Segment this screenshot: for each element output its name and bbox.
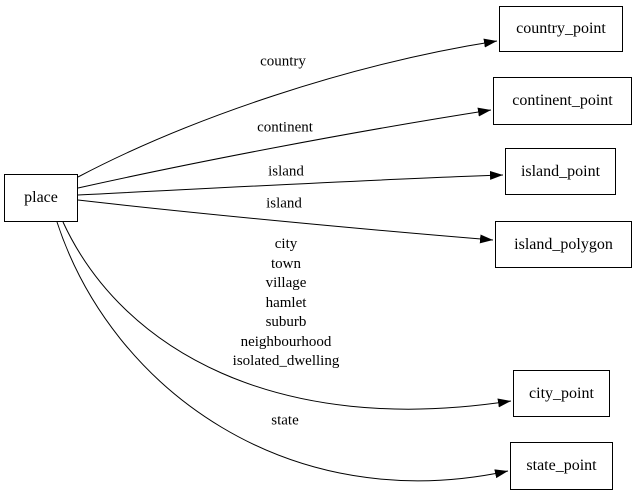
edge-place-island_polygon bbox=[77, 199, 494, 244]
edge-place-country_point bbox=[77, 38, 498, 178]
edge-label-state: state bbox=[271, 412, 299, 429]
node-island_polygon: island_polygon bbox=[495, 221, 632, 268]
node-city_point-label: city_point bbox=[529, 384, 594, 402]
node-continent_point-label: continent_point bbox=[512, 92, 613, 109]
node-state_point-label: state_point bbox=[526, 457, 597, 474]
edge-place-island_point bbox=[77, 170, 504, 196]
edge-label-continent: continent bbox=[257, 119, 313, 136]
edge-label-country: country bbox=[260, 53, 306, 70]
node-continent_point: continent_point bbox=[493, 77, 632, 125]
node-place: place bbox=[4, 174, 78, 222]
edge-label-city-group: city town village hamlet suburb neighbou… bbox=[232, 235, 340, 369]
node-country_point: country_point bbox=[499, 6, 623, 52]
node-country_point-label: country_point bbox=[516, 20, 606, 37]
node-city_point: city_point bbox=[513, 370, 610, 417]
edge-place-continent_point bbox=[77, 107, 492, 189]
node-place-label: place bbox=[24, 189, 58, 206]
edge-place-state_point bbox=[56, 221, 509, 482]
node-state_point: state_point bbox=[510, 442, 613, 490]
node-island_point-label: island_point bbox=[520, 162, 601, 180]
edge-label-island-point: island bbox=[268, 163, 304, 180]
edge-label-island-polygon: island bbox=[266, 195, 302, 212]
edge-place-city_point bbox=[62, 221, 512, 410]
node-island_point: island_point bbox=[505, 148, 616, 195]
node-island_polygon-label: island_polygon bbox=[514, 235, 613, 253]
